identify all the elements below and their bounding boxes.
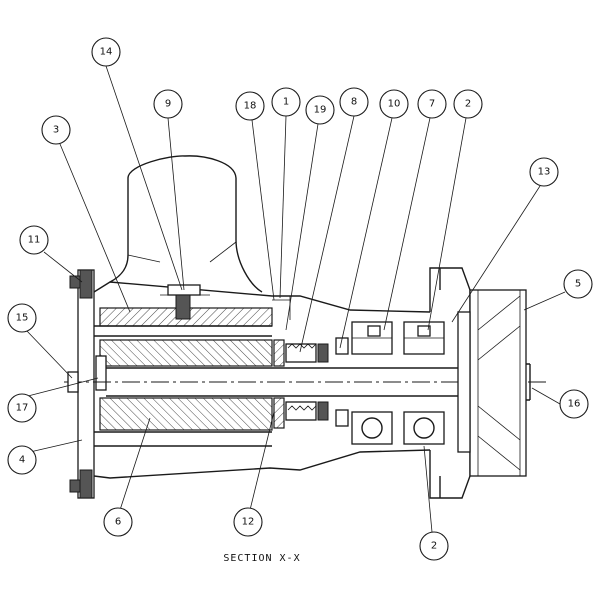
callout-12: 12 (233, 507, 263, 537)
callout-9: 9 (153, 89, 183, 119)
impeller-hatched-parts (95, 307, 285, 431)
coupling (457, 289, 527, 477)
callout-19: 19 (305, 95, 335, 125)
mechanical-seal (272, 296, 349, 427)
callout-14: 14 (91, 37, 121, 67)
callout-label: 7 (429, 99, 435, 110)
pump-housing (77, 155, 471, 499)
callout-label: 16 (568, 399, 581, 410)
callout-4: 4 (7, 445, 37, 475)
callout-label: 14 (100, 47, 113, 58)
callout-label: 13 (538, 167, 551, 178)
callout-2-top: 2 (453, 89, 483, 119)
callout-label: 17 (16, 403, 29, 414)
callout-17: 17 (7, 393, 37, 423)
callout-16: 16 (559, 389, 589, 419)
callout-label: 10 (388, 99, 401, 110)
callout-11: 11 (19, 225, 49, 255)
callout-label: 19 (314, 105, 327, 116)
callout-18: 18 (235, 91, 265, 121)
callout-8: 8 (339, 87, 369, 117)
leader-lines (25, 65, 566, 533)
callout-2-bottom: 2 (419, 531, 449, 561)
callout-label: 12 (242, 517, 255, 528)
callout-10: 10 (379, 89, 409, 119)
callout-label: 2 (465, 99, 471, 110)
callout-5: 5 (563, 269, 593, 299)
callout-label: 8 (351, 97, 357, 108)
callout-13: 13 (529, 157, 559, 187)
callout-label: 6 (115, 517, 121, 528)
bearings (351, 321, 445, 445)
callout-label: 9 (165, 99, 171, 110)
callout-label: 18 (244, 101, 257, 112)
callout-label: 5 (575, 279, 581, 290)
section-caption: SECTION X-X (223, 553, 300, 564)
callout-15: 15 (7, 303, 37, 333)
callout-label: 2 (431, 541, 437, 552)
callout-label: 4 (19, 455, 25, 466)
callout-7: 7 (417, 89, 447, 119)
callout-label: 15 (16, 313, 29, 324)
callout-3: 3 (41, 115, 71, 145)
callout-label: 3 (53, 125, 59, 136)
callout-6: 6 (103, 507, 133, 537)
callout-label: 11 (28, 235, 41, 246)
callout-label: 1 (283, 97, 289, 108)
callout-1: 1 (271, 87, 301, 117)
cover-bolts (67, 275, 81, 493)
